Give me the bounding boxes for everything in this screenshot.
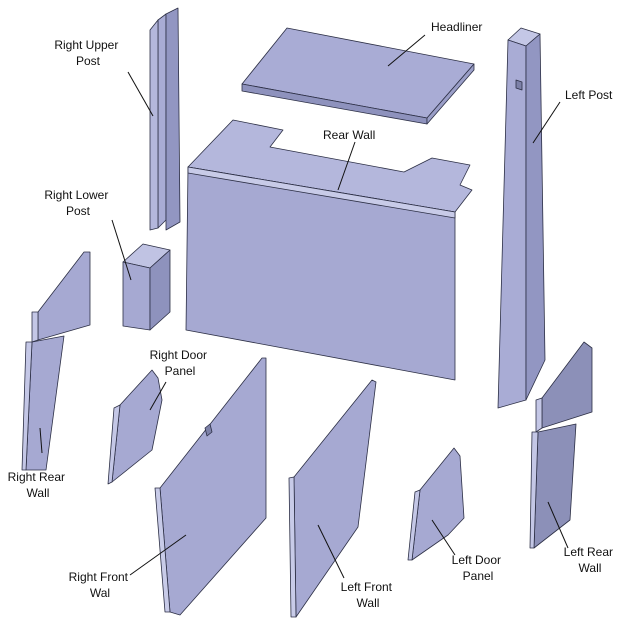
left-front-wall-part [288, 379, 377, 618]
leader-left-post [532, 101, 561, 144]
label-headliner: Headliner [431, 20, 482, 34]
right-upper-post-side [165, 7, 181, 231]
right-upper-post-front [149, 19, 159, 231]
right-door-panel-edge [107, 404, 121, 485]
label-left-door-panel: Left Door Panel [452, 553, 505, 583]
left-rear-wall-edge [535, 397, 543, 433]
leader-right-upper-post [127, 71, 154, 117]
label-right-upper-post: Right Upper Post [54, 38, 121, 68]
left-post-side [525, 33, 546, 401]
right-lower-post-side [149, 249, 171, 331]
left-rear-wall-upper-face [541, 341, 593, 429]
right-lower-post-part [122, 243, 171, 331]
headliner-side [426, 63, 475, 125]
leader-right-front-wall [129, 534, 187, 576]
label-rear-wall: Rear Wall [323, 128, 375, 142]
right-front-wall-face [159, 357, 267, 616]
right-rear-wall-part [21, 251, 91, 471]
right-front-wall-edge [154, 487, 171, 613]
left-post-notch [515, 79, 523, 91]
left-rear-wall-lower-face [533, 423, 577, 549]
right-upper-post-face [157, 13, 167, 229]
right-front-wall-part [154, 357, 267, 616]
rear-wall-part [185, 119, 473, 381]
left-rear-wall-lower-edge [529, 431, 539, 549]
label-left-rear-wall: Left Rear Wall [564, 545, 617, 575]
right-door-panel-part [107, 369, 163, 485]
left-door-panel-part [407, 447, 465, 561]
headliner-part [241, 27, 475, 125]
leader-lines [39, 34, 569, 579]
left-post-front [497, 39, 527, 409]
right-door-panel-face [111, 369, 163, 483]
label-right-lower-post: Right Lower Post [44, 188, 111, 218]
leader-rear-wall [337, 141, 356, 191]
label-left-post: Left Post [565, 88, 613, 102]
leader-right-rear-wall [39, 427, 43, 454]
left-rear-wall-part [529, 341, 593, 549]
right-rear-wall-edge [31, 311, 39, 343]
leader-headliner [387, 34, 426, 67]
right-upper-post-part [149, 7, 181, 231]
rear-wall-bevel [187, 166, 456, 219]
leader-left-rear-wall [547, 501, 569, 549]
left-front-wall-edge [288, 476, 297, 618]
leader-right-lower-post [111, 219, 132, 281]
leader-left-door-panel [431, 519, 456, 556]
left-door-panel-face [411, 447, 465, 561]
right-lower-post-front [122, 261, 151, 331]
leader-right-door-panel [149, 381, 167, 411]
right-rear-wall-upper-face [37, 251, 91, 341]
right-rear-wall-lower-edge [21, 341, 33, 471]
label-left-front-wall: Left Front Wall [341, 580, 396, 610]
leader-left-front-wall [317, 524, 345, 579]
left-post-part [497, 27, 546, 409]
label-right-front-wall: Right Front Wal [69, 570, 132, 600]
label-right-door-panel: Right Door Panel [150, 348, 211, 378]
left-door-panel-edge [407, 489, 421, 561]
label-right-rear-wall: Right Rear Wall [8, 470, 69, 500]
right-front-wall-notch [204, 423, 213, 437]
part-labels: Headliner Rear Wall Right Upper Post Lef… [8, 20, 617, 610]
